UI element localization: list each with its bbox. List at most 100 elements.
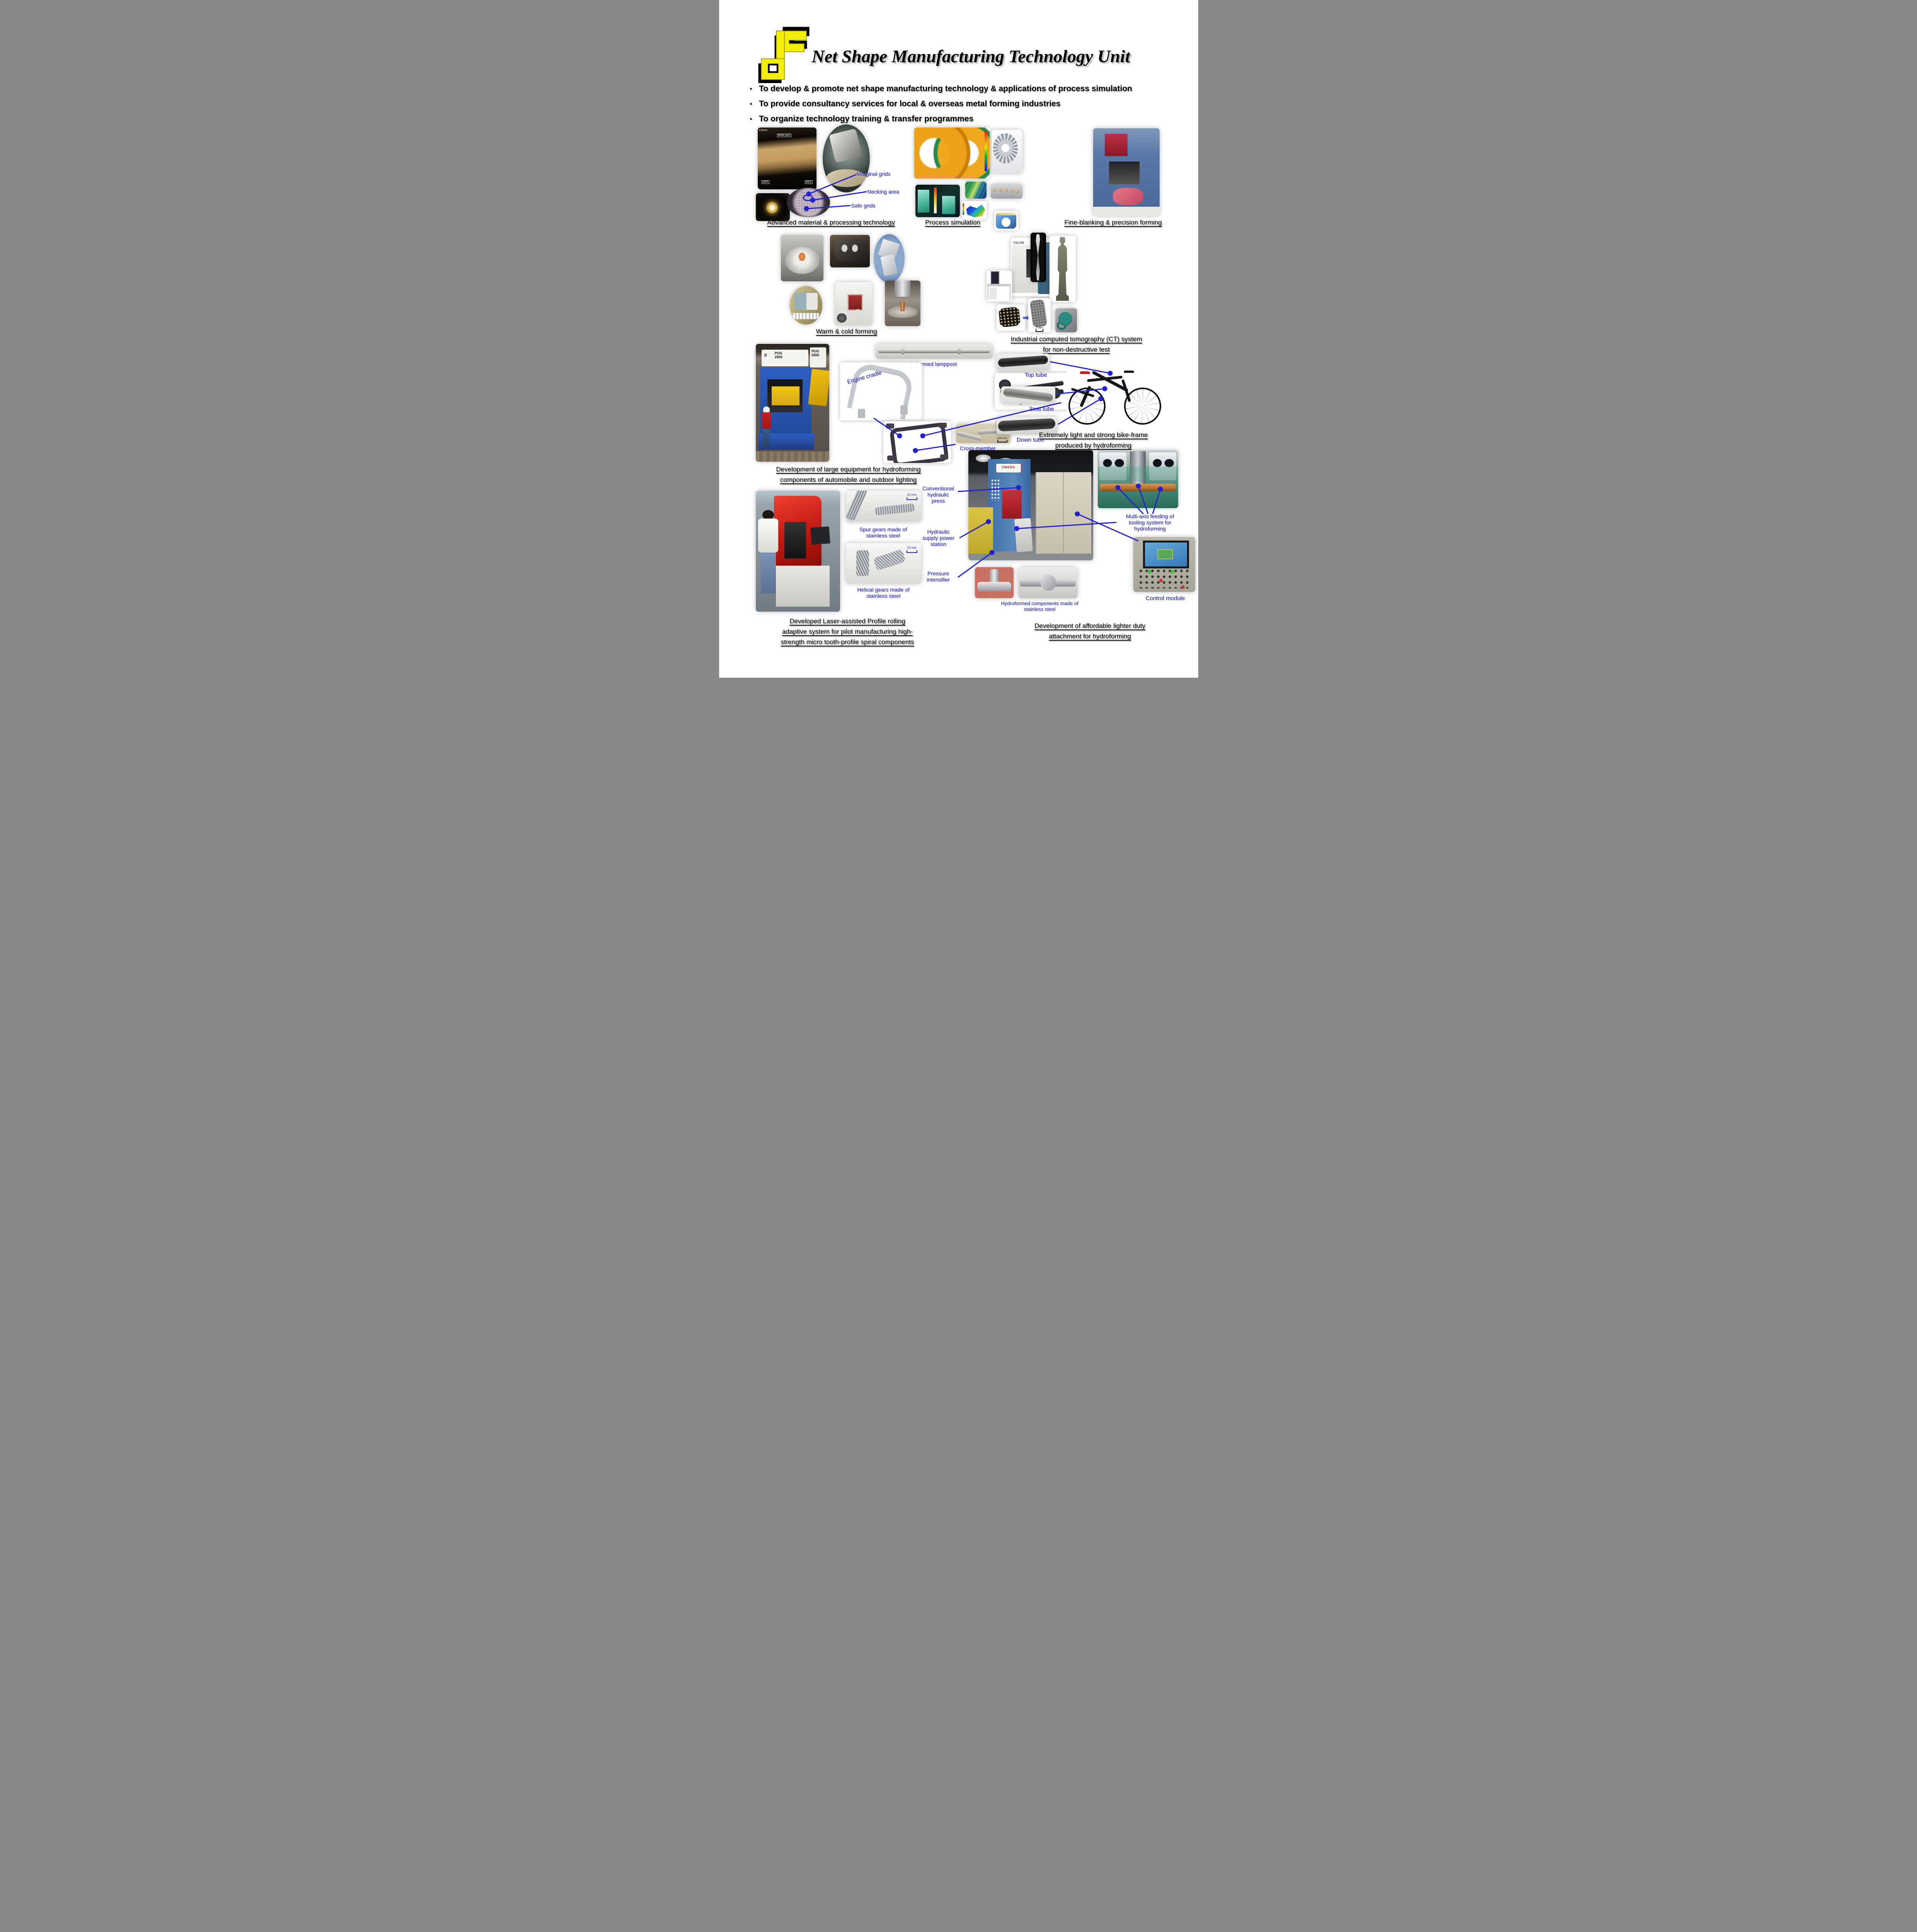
instrument-buttons [793,313,819,319]
blank-disc [992,188,997,192]
photo-forming-die-ring [755,193,790,221]
helical-gear-rod [873,549,906,571]
bullet-icon: • [750,101,752,107]
worker-legs [762,429,770,448]
caption-ct-system: Industrial computed tomography (CT) syst… [1010,335,1142,353]
label-safe-grids: Safe grids [851,202,876,209]
label-spur-gears: Spur gears made of stainless steel [859,526,907,539]
label-down-tube: Down tube [1016,437,1044,443]
press-window [1109,161,1140,184]
photo-forming-simulation-screens [915,185,960,217]
photo-laser-rolling-machine [755,491,840,612]
tooling-block-right [1149,452,1177,480]
blank-disc [1015,189,1019,193]
spur-gear-rod [845,491,868,522]
formed-shell [834,238,865,262]
surface-mesh [966,204,985,218]
photo-multiaxis-tooling [1097,450,1178,508]
photo-cold-formed-shell [830,235,870,267]
photo-xray-scan [1030,233,1046,282]
photo-forming-test-lab [789,286,822,325]
haz-left-text: HAZ [761,180,769,184]
cabinet-divider [1063,472,1064,554]
label-multiaxis-feeding: Multi-axis feeding of tooling system for… [1126,513,1174,532]
nsmtu-logo-icon [758,27,809,83]
button-panel [1138,568,1190,589]
sim-die-block [918,190,930,213]
press-side-text: PUG 2500 [811,349,820,357]
press-floor [1093,207,1160,216]
photo-road-bike [1067,357,1162,429]
caption-warm-cold-forming: Warm & cold forming [816,328,877,335]
photo-ct-workstation [986,270,1012,301]
caption-fine-blanking: Fine-blanking & precision forming [1064,219,1162,226]
scan-volume [1029,299,1048,328]
operator-jeans [760,552,776,594]
label-necking-area: Necking area [867,189,900,195]
photo-punch-test-rig [885,281,920,326]
bullet-item: •To develop & promote net shape manufact… [750,84,1175,94]
ceiling-lamp [975,454,991,463]
press-tool-area [772,386,800,405]
photo-top-tube [996,354,1050,370]
ct-brand-text: YXLON [1013,241,1024,245]
scale-bar [1035,329,1043,332]
bullet-icon: • [750,86,752,92]
caption-large-hydroforming: Development of large equipment for hydro… [776,466,921,483]
cradle-leg [858,409,866,418]
photo-engine-cradle [840,362,922,420]
haz-right-text: HAZ [805,180,813,184]
worker-shirt [761,412,771,429]
warrior-figure [1056,237,1069,301]
shell-hole [852,245,858,252]
surface-legend [963,203,964,215]
sim-die-block [942,196,955,214]
control-console [1014,518,1033,552]
caption-bike-frame: Extremely light and strong bike-frame pr… [1039,431,1148,449]
xray-structure [1036,234,1040,281]
seat-tube-part [1003,388,1053,402]
bullet-text: To organize technology training & transf… [759,114,974,123]
photo-hydroformed-shaft [1018,567,1077,598]
poster-page: Net Shape Manufacturing Technology Unit … [719,0,1198,678]
label-hydraulic-supply: Hydraulic supply power station [922,529,954,547]
punch-cylinder [895,281,910,297]
photo-ct-vessel-model [1055,308,1077,332]
label-control-module: Control module [1145,595,1185,602]
subframe-tab [940,454,948,460]
bullet-icon: • [750,116,752,122]
tee-run [977,582,1011,592]
photo-sheet-strain-simulation [965,182,987,199]
brick-floor [755,451,829,462]
label-conventional-press: Conventional hydraulic press [922,485,954,504]
photo-weld-pool-micrograph: 0.5mm Weld pool HAZ HAZ [757,128,816,189]
label-pressure-intensifier: Pressure intensifier [927,570,950,583]
bullet-text: To provide consultancy services for loca… [759,99,1061,108]
red-button [1159,578,1163,582]
photo-formed-bracket [873,234,905,283]
down-tube-part [998,418,1056,432]
bullet-item: • To provide consultancy services for loc… [750,99,1175,109]
copper-tube [1099,484,1177,492]
machine-work-area [784,522,806,559]
subframe-tab [939,423,947,428]
glass-guard [1097,466,1178,481]
desk-leg [987,286,989,300]
bike-handlebar [1124,371,1134,373]
desk-top [987,284,1011,286]
photo-fea-surface-plot [961,201,987,219]
subframe-ring [889,422,949,463]
lamppost-tube [878,349,990,354]
label-seat-tube: Seat tube [1029,406,1054,412]
label-top-tube: Top tube [1024,372,1047,378]
blue-part-edge [996,213,1016,215]
label-helical-gears: Helical gears made of stainless steel [857,587,910,599]
label-marginal-grids: Marginal grids [856,171,891,177]
press-pi-symbol: π [764,352,767,359]
photo-porous-sample [996,304,1025,331]
press-operator-area [1113,187,1144,205]
blank-disc [1004,189,1008,192]
hmi-screen [1143,540,1189,568]
blank-disc [998,188,1002,192]
spur-scale: 10 mm [906,493,917,500]
